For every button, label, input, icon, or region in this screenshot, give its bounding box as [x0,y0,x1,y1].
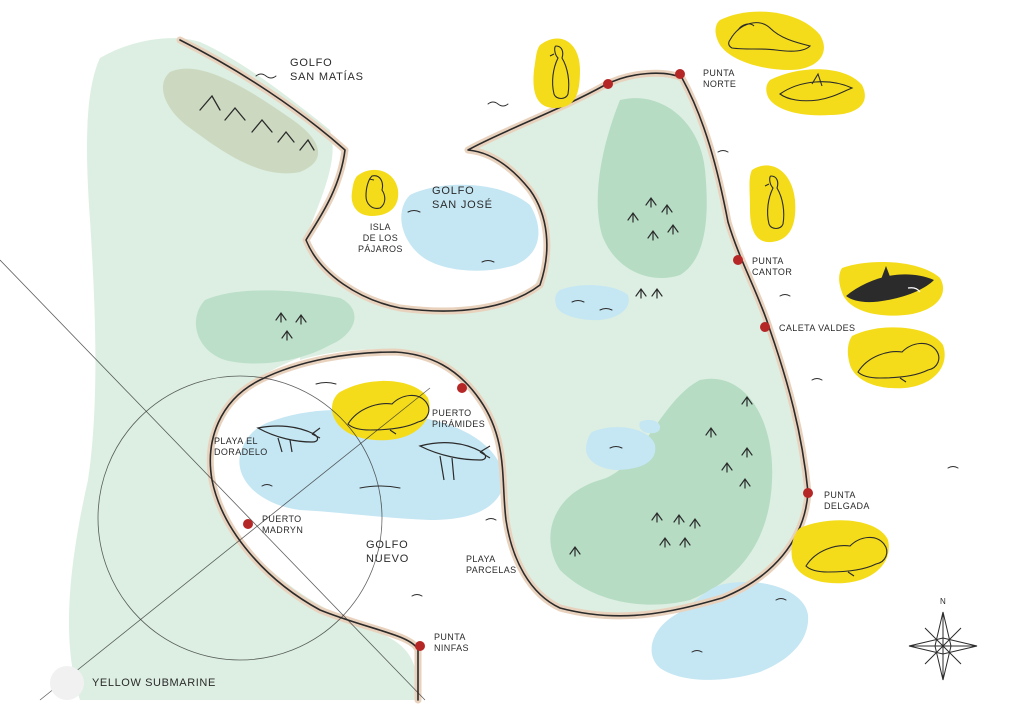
guide-line-2 [39,387,431,701]
label-punta-norte: PUNTA NORTE [703,68,737,89]
location-markers [243,69,813,651]
mountain-icon [199,94,315,151]
compass-rose-icon [908,611,978,681]
highlight-sealion-piramides [331,380,430,441]
sea-lion-icon [728,22,812,52]
label-punta-ninfas: PUNTA NINFAS [434,632,469,653]
highlight-bird-isla [351,169,399,216]
location-marker-icon[interactable] [675,69,685,79]
brand-name: YELLOW SUBMARINE [92,677,216,689]
highlight-penguin-cantor [749,165,796,243]
label-golfo-san-matias: GOLFO SAN MATÍAS [290,57,364,83]
whale-icon [256,425,321,453]
location-marker-icon[interactable] [603,79,613,89]
dolphin-icon [779,72,854,102]
penguin-icon [549,45,570,100]
label-punta-cantor: PUNTA CANTOR [752,256,793,277]
forest-patch-1 [597,98,707,279]
forest-patch-3 [195,290,355,364]
label-puerto-piramides: PUERTO PIRÁMIDES [432,408,486,429]
location-marker-icon[interactable] [760,322,770,332]
radius-circle [97,375,383,661]
coastline-ink [179,39,809,701]
brand: YELLOW SUBMARINE [50,666,216,700]
location-marker-icon[interactable] [733,255,743,265]
penguin-icon [764,175,785,230]
label-golfo-san-jose: GOLFO SAN JOSÉ [432,185,493,211]
lagoon-1 [555,285,629,321]
location-marker-icon[interactable] [457,383,467,393]
forest-patch-2 [550,378,773,605]
location-marker-icon[interactable] [803,488,813,498]
highlight-sealion-north [715,11,824,70]
lagoon-3 [639,419,661,434]
label-golfo-nuevo: GOLFO NUEVO [366,539,410,565]
mainland [68,38,419,700]
wave-marks [255,73,959,653]
isthmus [300,240,560,360]
brand-logo [50,666,84,700]
lagoon-2 [585,427,656,470]
orca-icon [846,266,934,303]
highlight-sealion-delgada [791,520,889,584]
location-marker-icon[interactable] [243,519,253,529]
whale-icon [418,442,491,481]
label-puerto-madryn: PUERTO MADRYN [262,514,304,535]
guide-line-1 [0,259,426,701]
hills-area [162,68,319,174]
location-marker-icon[interactable] [415,641,425,651]
tree-icon [275,196,753,557]
label-playa-doradelo: PLAYA EL DORADELO [214,436,268,457]
sea-lion-icon [857,342,940,383]
sea-lion-icon [347,394,430,435]
highlight-sealion-caleta [847,327,945,389]
highlight-dolphin [766,69,865,116]
label-playa-parcelas: PLAYA PARCELAS [466,554,517,575]
golfo-nuevo-water [239,410,505,520]
compass-north-label: N [940,597,946,606]
bird-icon [365,175,386,209]
label-caleta-valdes: CALETA VALDES [779,323,856,333]
label-isla-pajaros: ISLA DE LOS PÁJAROS [358,222,403,254]
sea-lion-icon [805,536,888,577]
golfo-san-jose-water [401,184,539,271]
label-punta-delgada: PUNTA DELGADA [824,490,870,511]
